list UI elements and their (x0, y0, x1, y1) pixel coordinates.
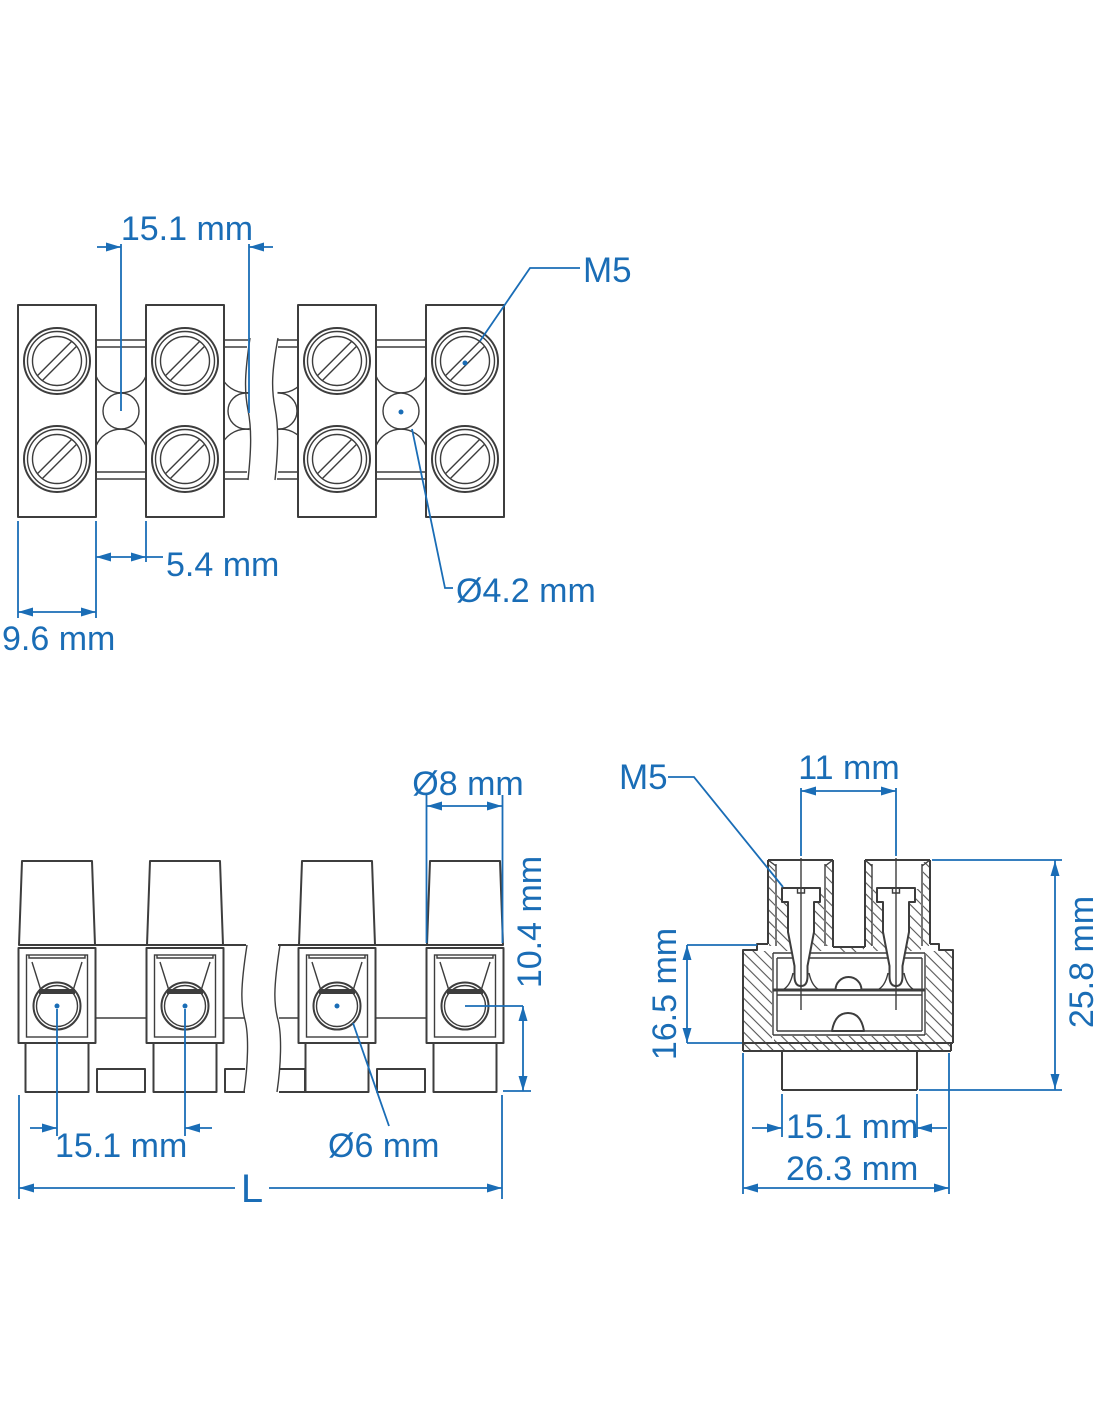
break-line (271, 337, 279, 481)
dim-top-mount-hole: Ø4.2 mm (398, 409, 596, 610)
section-overall-height-label: 25.8 mm (1063, 896, 1100, 1028)
front-screw-axis-height-label: 10.4 mm (511, 856, 549, 988)
top-block-width-label: 9.6 mm (2, 620, 115, 658)
front-view-part (19, 861, 504, 1092)
dim-section-screw-spacing: 11 mm (798, 749, 900, 856)
dim-front-pitch: 15.1 mm (30, 1003, 212, 1165)
dim-front-wire-hole: Ø6 mm (328, 1003, 439, 1165)
dim-front-length: L (18, 1095, 503, 1211)
front-pitch-label: 15.1 mm (55, 1127, 187, 1165)
dim-front-wire-entry: Ø8 mm (412, 765, 524, 943)
section-part (742, 858, 954, 1091)
front-wire-entry-label: Ø8 mm (412, 765, 523, 803)
dim-section-overall-height: 25.8 mm (919, 859, 1100, 1091)
section-view: 11 mm M5 16.5 mm 25.8 mm 15.1 mm 26.3 mm (619, 749, 1100, 1194)
section-screw-spacing-label: 11 mm (798, 749, 899, 787)
dim-section-thread: M5 (619, 758, 784, 888)
front-wire-hole-label: Ø6 mm (328, 1127, 439, 1165)
top-gap-label: 5.4 mm (166, 546, 279, 584)
dim-top-gap: 5.4 mm (95, 521, 279, 618)
dim-top-thread: M5 (462, 251, 632, 366)
top-mount-hole-label: Ø4.2 mm (456, 572, 596, 610)
dim-top-pitch: 15.1 mm (97, 210, 273, 413)
dim-front-screw-axis-height: 10.4 mm (465, 856, 549, 1092)
section-thread-label: M5 (619, 758, 668, 797)
dim-top-block-width: 9.6 mm (2, 521, 115, 658)
section-foot-width-label: 15.1 mm (786, 1108, 918, 1146)
break-line (244, 337, 252, 481)
dim-section-foot-width: 15.1 mm (752, 1094, 947, 1146)
section-body-height-label: 16.5 mm (646, 928, 684, 1060)
top-thread-label: M5 (583, 251, 632, 290)
top-view-part (17, 304, 505, 518)
dim-section-overall-width: 26.3 mm (742, 1053, 950, 1194)
section-overall-width-label: 26.3 mm (786, 1150, 918, 1188)
front-view: Ø8 mm 10.4 mm 15.1 mm Ø6 mm L (18, 765, 549, 1211)
top-pitch-label: 15.1 mm (121, 210, 253, 248)
front-length-label: L (241, 1167, 263, 1211)
top-view: 15.1 mm M5 5.4 mm 9.6 mm Ø4.2 mm (2, 210, 632, 658)
dim-section-body-height: 16.5 mm (646, 928, 757, 1060)
